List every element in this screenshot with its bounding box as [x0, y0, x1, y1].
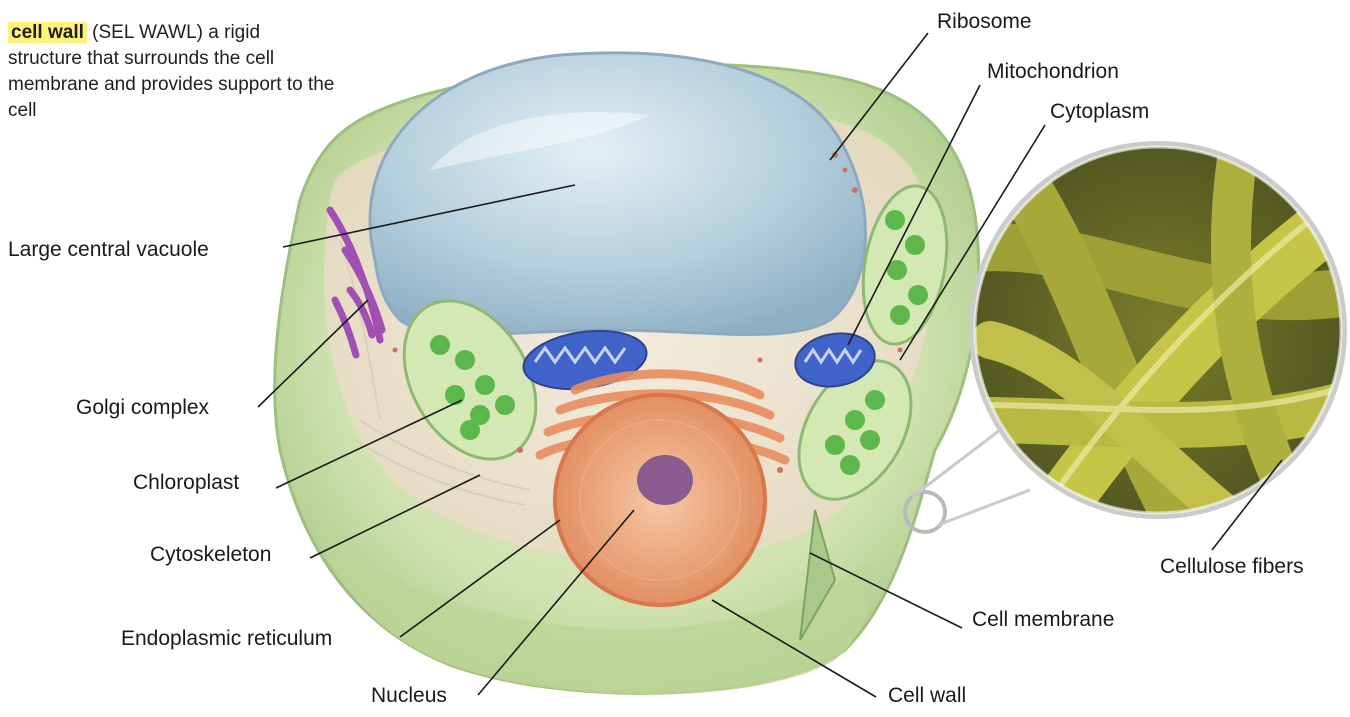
cellulose-magnifier	[960, 140, 1350, 540]
label-cell-membrane: Cell membrane	[972, 607, 1114, 633]
label-nucleus: Nucleus	[371, 683, 447, 709]
label-cellulose-fibers: Cellulose fibers	[1160, 554, 1304, 580]
definition-term: cell wall	[8, 22, 87, 43]
nucleus-shape	[555, 395, 765, 605]
label-ribosome: Ribosome	[937, 9, 1032, 35]
label-golgi-complex: Golgi complex	[76, 395, 209, 421]
vacuole-shape	[370, 53, 865, 335]
label-cytoplasm: Cytoplasm	[1050, 99, 1149, 125]
label-chloroplast: Chloroplast	[133, 470, 239, 496]
label-large-central-vacuole: Large central vacuole	[8, 237, 209, 263]
label-cytoskeleton: Cytoskeleton	[150, 542, 271, 568]
label-cell-wall: Cell wall	[888, 683, 966, 709]
cell-wall-definition: cell wall (SEL WAWL) a rigid structure t…	[8, 20, 338, 124]
label-mitochondrion: Mitochondrion	[987, 59, 1119, 85]
plant-cell	[275, 53, 979, 695]
label-endoplasmic-reticulum: Endoplasmic reticulum	[121, 626, 332, 652]
definition-pronunciation: (SEL WAWL)	[92, 22, 203, 43]
